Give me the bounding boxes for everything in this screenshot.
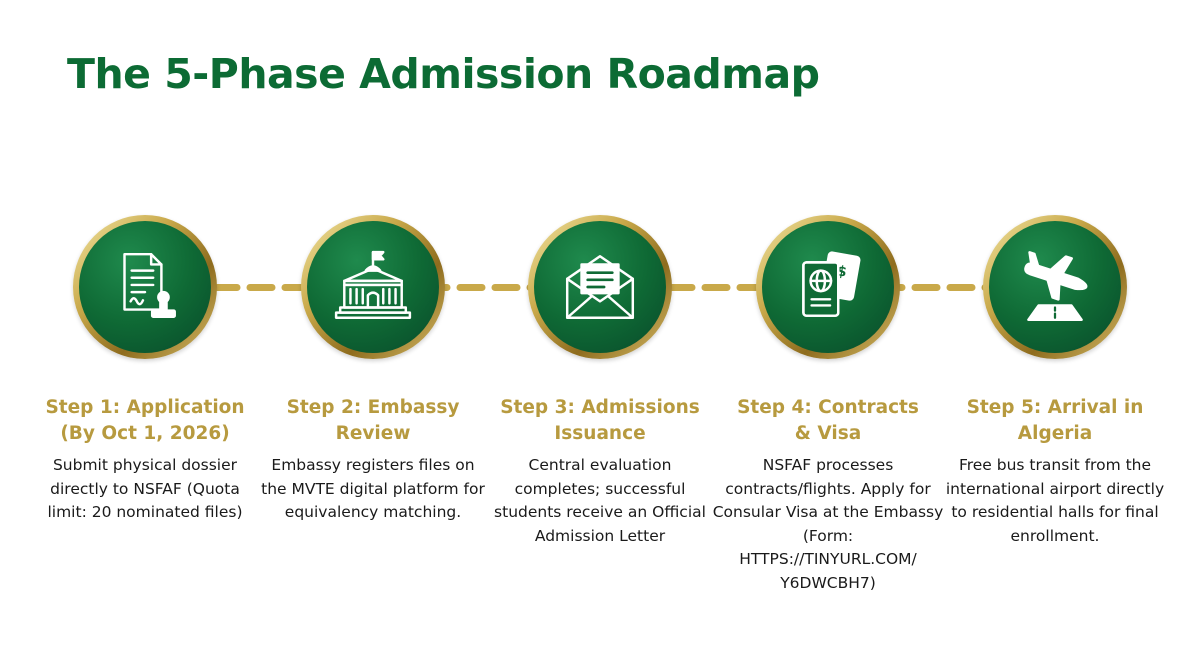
- passport-icon: $: [802, 251, 861, 317]
- step-5-circle: [983, 215, 1127, 359]
- step-4-title: Step 4: Contracts& Visa: [737, 397, 919, 444]
- step-5-description: Free bus transit from the international …: [945, 456, 1165, 545]
- step-1: Step 1: Application(By Oct 1, 2026) Subm…: [25, 215, 265, 525]
- step-4: $ Step 4: Contracts& Visa NSFAF processe…: [708, 215, 948, 595]
- step-1-title: Step 1: Application(By Oct 1, 2026): [45, 397, 245, 444]
- step-1-description: Submit physical dossier directly to NSFA…: [47, 456, 243, 521]
- step-3-circle: [528, 215, 672, 359]
- step-2-description: Embassy registers files on the MVTE digi…: [261, 456, 485, 521]
- step-2-circle: [301, 215, 445, 359]
- page-title: The 5-Phase Admission Roadmap: [67, 50, 820, 98]
- step-1-circle: [73, 215, 217, 359]
- document-stamp-icon: [123, 252, 176, 318]
- envelope-letter-icon: [565, 255, 635, 319]
- step-4-description: NSFAF processes contracts/flights. Apply…: [712, 456, 944, 592]
- airplane-landing-icon: [1024, 251, 1088, 322]
- embassy-building-icon: [334, 250, 412, 319]
- step-3-description: Central evaluation completes; successful…: [494, 456, 706, 545]
- step-4-circle: $: [756, 215, 900, 359]
